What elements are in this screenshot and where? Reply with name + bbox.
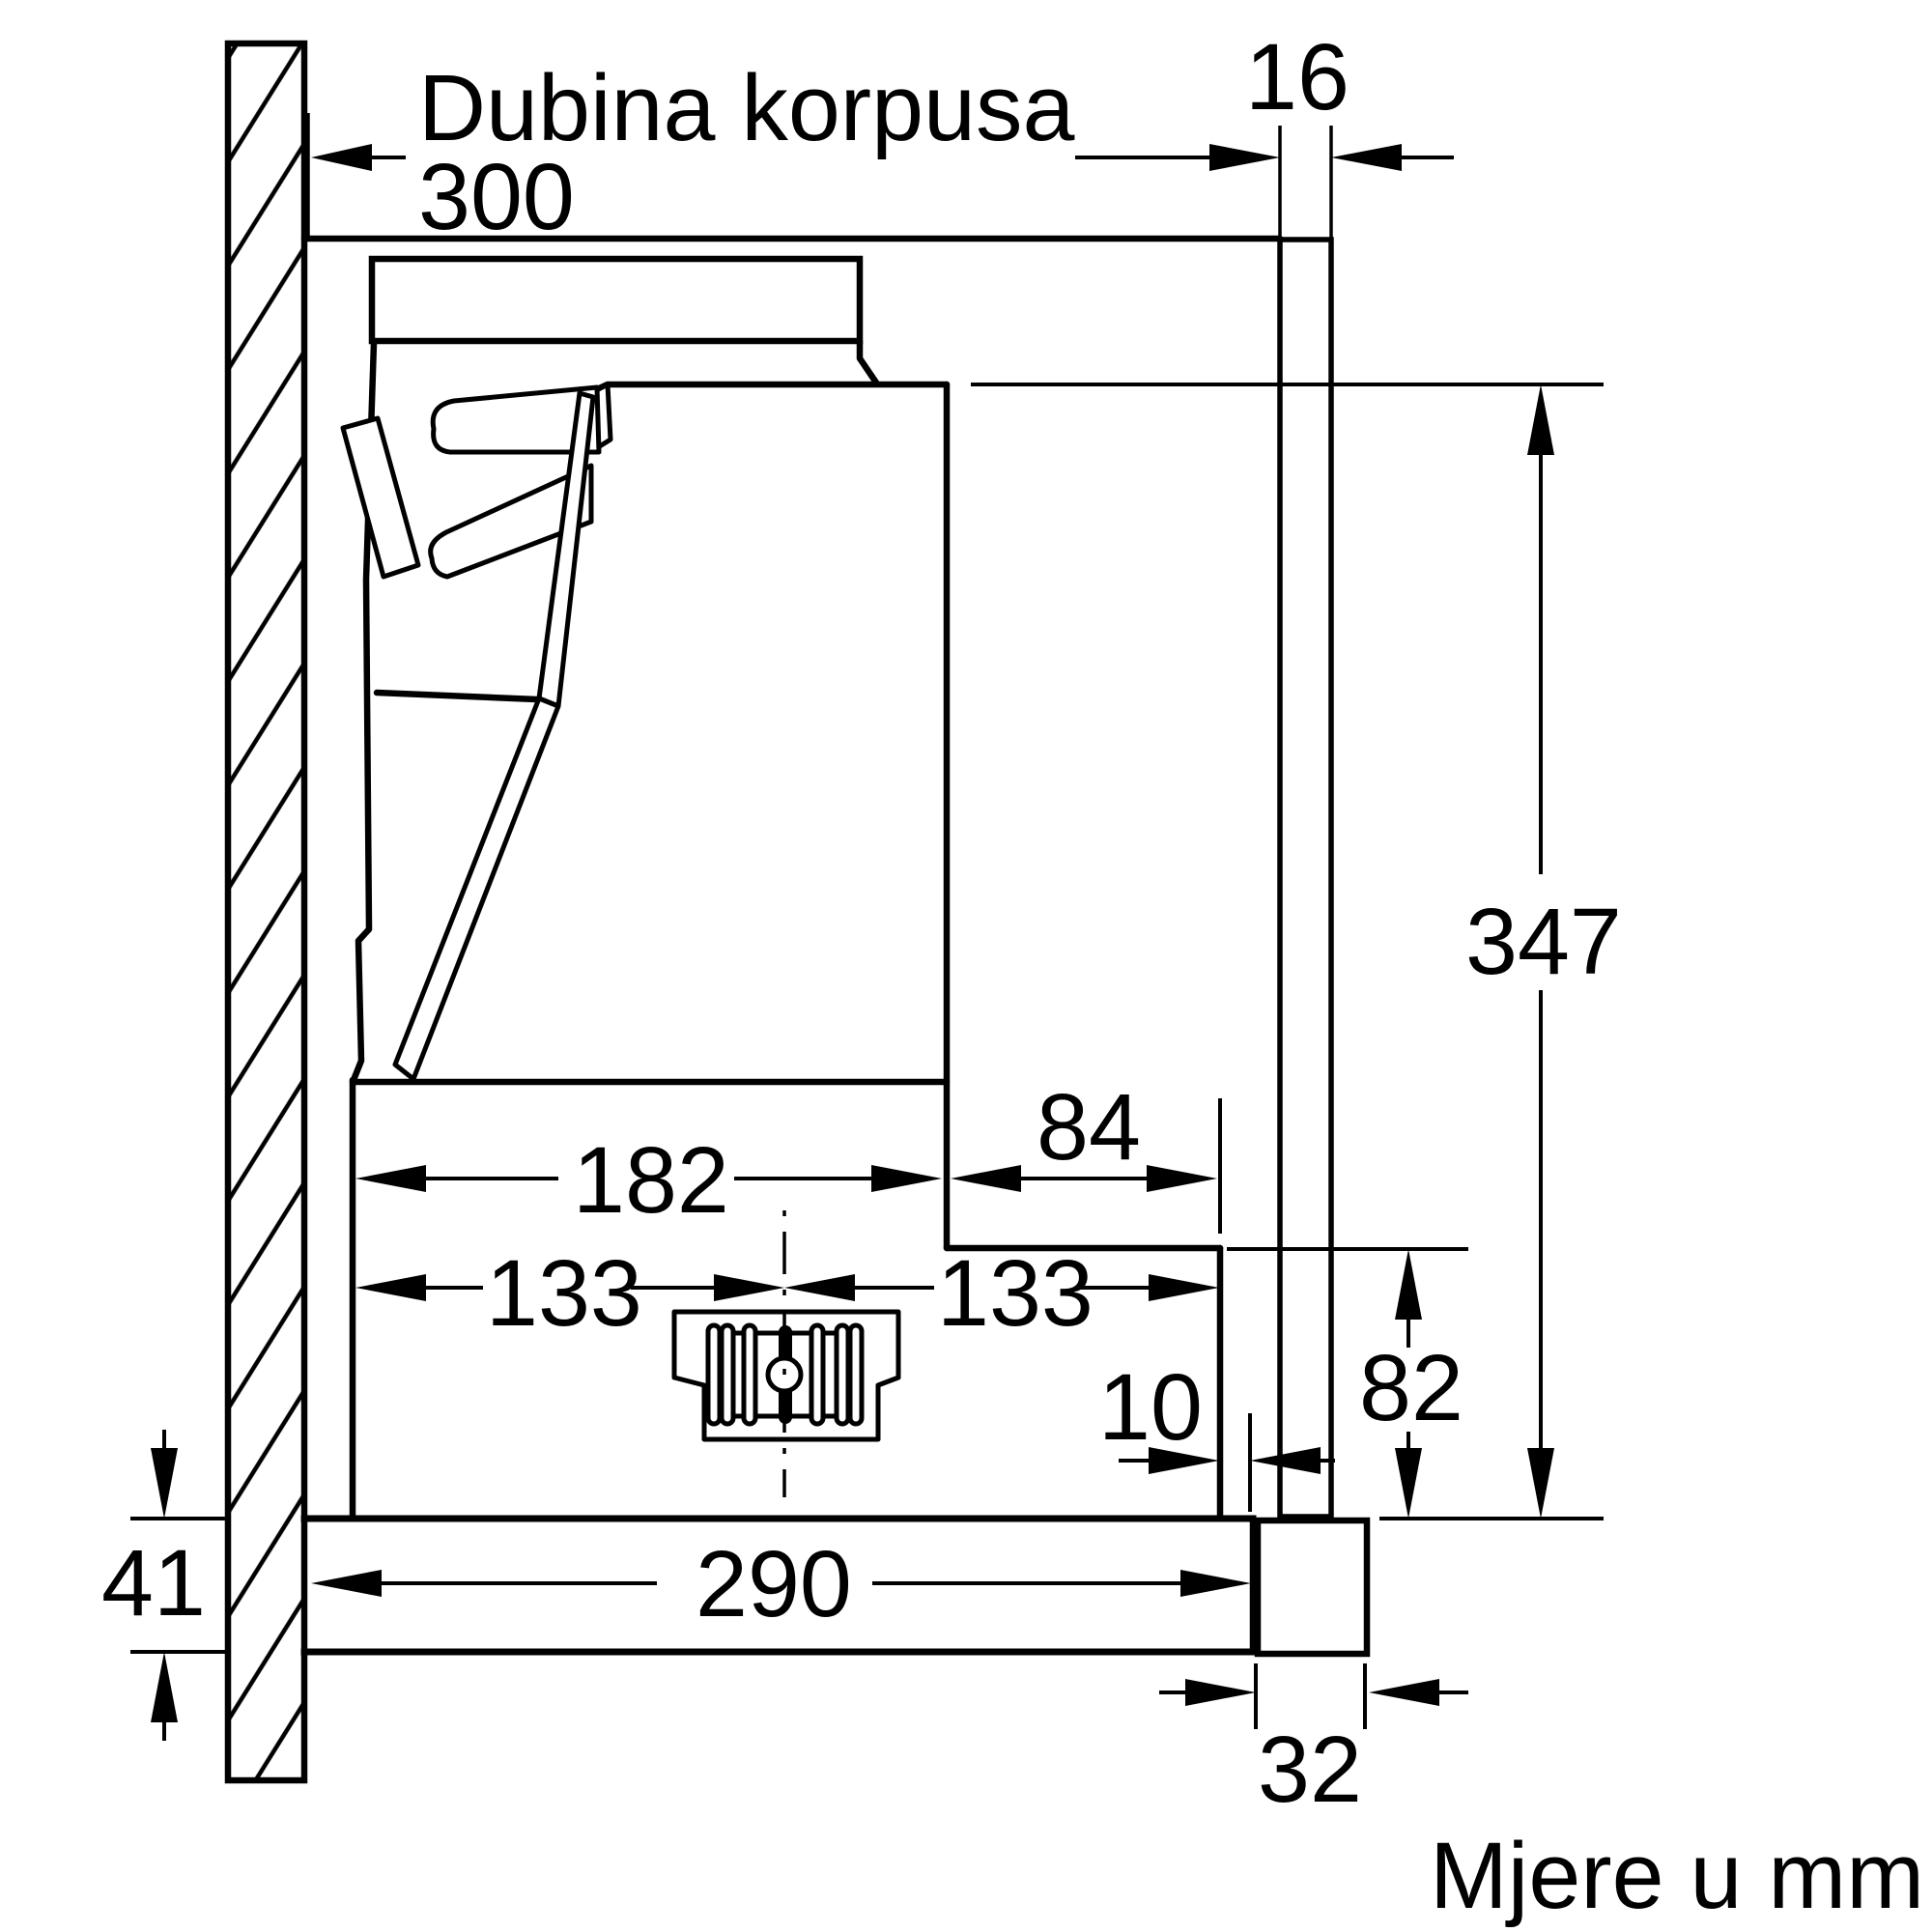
arrowhead-right (714, 1274, 784, 1301)
dimension-value-133-left: 133 (486, 1240, 642, 1346)
arrowhead-down (1527, 1448, 1554, 1519)
dimension-gap-10: 10 (1098, 1354, 1335, 1512)
dimension-value-182: 182 (573, 1127, 729, 1233)
arrowhead-up (151, 1652, 178, 1722)
dimension-rail-41: 41 (101, 1430, 228, 1741)
dimension-value-84: 84 (1037, 1074, 1141, 1179)
handle-block (1254, 1517, 1371, 1658)
mounting-plate-notch (856, 337, 880, 386)
dimension-value-16: 16 (1245, 24, 1350, 129)
dimension-center-left-133: 133 (355, 1240, 784, 1346)
dimension-value-41: 41 (101, 1530, 206, 1635)
hood-body (349, 255, 1224, 1522)
connector-rib (809, 1322, 826, 1427)
arrowhead-left (355, 1274, 426, 1301)
arrowhead-right (871, 1165, 942, 1192)
cabinet-structure (300, 235, 1334, 1520)
arrowhead-left (1331, 144, 1402, 171)
wall-hatch-fill (228, 43, 304, 1780)
arrowhead-left-point (1369, 1679, 1439, 1706)
connector-rib (705, 1322, 723, 1427)
connector-rib (741, 1322, 758, 1427)
arrowhead-right (1180, 1570, 1251, 1597)
dimension-offset-84: 84 (951, 1074, 1222, 1234)
wall-section (224, 40, 308, 1784)
arrowhead-up (1527, 384, 1554, 455)
filter-flap-middle (428, 463, 594, 580)
duct-connector (671, 1210, 901, 1497)
mounting-plate (368, 255, 864, 345)
arrowhead-left (311, 1570, 382, 1597)
cabinet-depth-label: Dubina korpusa (418, 55, 1074, 160)
dimension-value-290: 290 (696, 1531, 852, 1636)
filter-flap-module (340, 384, 602, 1082)
dimension-value-32: 32 (1258, 1717, 1362, 1822)
arrowhead-right (1147, 1165, 1217, 1192)
arrowhead-right (1209, 144, 1280, 171)
dimension-lower-82: 82 (1227, 1247, 1468, 1519)
filter-flap-front (392, 696, 561, 1082)
arrowhead-left (311, 144, 372, 171)
bottom-rail (300, 1515, 1371, 1658)
arrowhead-up (1395, 1249, 1422, 1320)
arrowhead-right (1149, 1274, 1219, 1301)
arrowhead-left (784, 1274, 855, 1301)
dimension-center-right-133: 133 (784, 1240, 1219, 1346)
dimension-value-133-right: 133 (937, 1240, 1094, 1346)
units-note: Mjere u mm (1430, 1823, 1924, 1928)
arrowhead-left (951, 1165, 1021, 1192)
dimension-pullout-290: 290 (311, 1531, 1251, 1636)
flap-fold-line (373, 689, 541, 703)
dimension-height-347: 347 (971, 383, 1622, 1520)
arrowhead-down (151, 1448, 178, 1519)
filter-flap-top (430, 384, 602, 455)
arrowhead-right-point (1185, 1679, 1256, 1706)
dimension-value-10: 10 (1098, 1354, 1203, 1460)
arrowhead-left-point (1250, 1447, 1321, 1474)
connector-rib (834, 1322, 851, 1427)
dimension-width-182: 182 (355, 1127, 942, 1233)
dimension-value-82: 82 (1359, 1335, 1463, 1440)
dimension-cabinet-depth-300: Dubina korpusa 300 (306, 55, 1280, 249)
wall-outline (224, 40, 308, 1784)
connector-rib (847, 1322, 865, 1427)
dimension-block-32: 32 (1159, 1663, 1468, 1822)
dimension-value-300: 300 (418, 144, 575, 249)
dimension-panel-16: 16 (1245, 24, 1454, 239)
wall-bracket (340, 415, 421, 580)
arrowhead-right (1149, 1447, 1219, 1474)
dimension-value-347: 347 (1465, 889, 1622, 994)
connector-rib (719, 1322, 736, 1427)
arrowhead-down (1395, 1448, 1422, 1519)
body-left-edge (350, 339, 378, 1084)
arrowhead-left (355, 1165, 426, 1192)
front-panel-strip (1277, 237, 1334, 1520)
